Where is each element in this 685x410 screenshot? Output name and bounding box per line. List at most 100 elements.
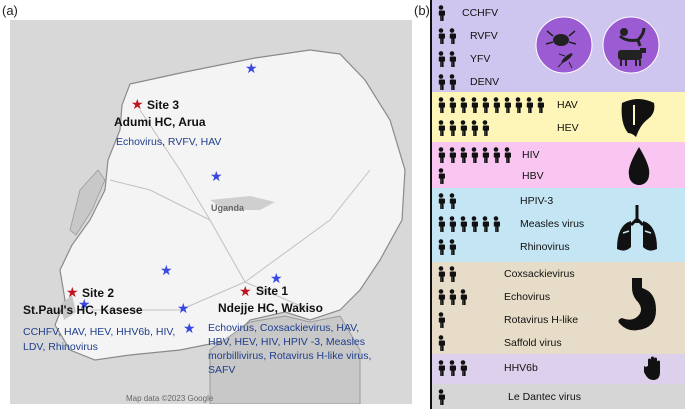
lungs-icon — [615, 203, 659, 260]
site-star-icon: ★ — [66, 284, 79, 300]
site-1-viruses-line1: Echovirus, Coxsackievirus, HAV, — [208, 322, 360, 334]
stomach-icon — [612, 276, 660, 337]
site-1-viruses-line3: morbillivirus, Rotavirus H-like virus, — [208, 350, 372, 362]
site-3-name: Adumi HC, Arua — [114, 115, 206, 129]
virus-name: Rotavirus H-like — [504, 314, 579, 326]
person-icon — [458, 97, 468, 118]
map-graphic — [10, 20, 412, 404]
person-icon — [502, 97, 512, 118]
person-icon — [447, 266, 457, 287]
person-icon — [447, 97, 457, 118]
person-icon — [480, 97, 490, 118]
site-3-number: Site 3 — [147, 98, 180, 112]
virus-name: CCHFV — [462, 7, 499, 19]
virus-name: Coxsackievirus — [504, 268, 575, 280]
person-icon — [524, 97, 534, 118]
virus-name: HAV — [557, 99, 578, 111]
panel-a-label: (a) — [2, 3, 18, 18]
site-1-number: Site 1 — [256, 284, 289, 298]
uganda-map: Uganda ★ ★ ★ ★ ★ ★ ★ ★ Site 3 Adumi HC, … — [10, 20, 412, 404]
sampling-star-icon: ★ — [245, 60, 258, 76]
person-icon — [458, 147, 468, 168]
virus-name: Saffold virus — [504, 337, 562, 349]
sampling-star-icon: ★ — [78, 296, 91, 312]
person-icon — [447, 28, 457, 49]
blood-drop-icon — [627, 145, 651, 190]
site-2-viruses-line2: LDV, Rhinovirus — [23, 341, 98, 353]
person-icon — [447, 360, 457, 381]
country-label: Uganda — [211, 203, 245, 213]
virus-name: RVFV — [470, 30, 498, 42]
sampling-star-icon: ★ — [160, 262, 173, 278]
person-icon — [491, 97, 501, 118]
sampling-star-icon: ★ — [210, 168, 223, 184]
person-icon — [447, 51, 457, 72]
person-icon — [458, 216, 468, 237]
person-icon — [458, 120, 468, 141]
virus-name: DENV — [470, 76, 500, 88]
site-1-viruses-line2: HBV, HEV, HIV, HPIV -3, Measles — [208, 336, 365, 348]
person-icon — [502, 147, 512, 168]
site-2-viruses-line1: CCHFV, HAV, HEV, HHV6b, HIV, — [23, 326, 176, 338]
person-icon — [535, 97, 545, 118]
virus-name: HHV6b — [504, 362, 538, 374]
site-3-viruses: Echovirus, RVFV, HAV — [116, 136, 222, 148]
sampling-star-icon: ★ — [183, 320, 196, 336]
virus-name: Le Dantec virus — [508, 391, 581, 403]
tick-mosquito-icon — [535, 16, 593, 79]
person-icon — [447, 289, 457, 310]
virus-name: YFV — [470, 53, 491, 65]
person-icon — [436, 120, 446, 141]
person-icon — [447, 239, 457, 260]
person-icon — [458, 289, 468, 310]
virus-name: HIV — [522, 149, 540, 161]
person-icon — [469, 216, 479, 237]
person-icon — [436, 147, 446, 168]
person-icon — [436, 289, 446, 310]
person-icon — [458, 360, 468, 381]
hand-icon — [641, 356, 664, 387]
site-1-viruses-line4: SAFV — [208, 364, 236, 376]
person-icon — [436, 51, 446, 72]
person-icon — [480, 120, 490, 141]
person-icon — [436, 5, 446, 26]
person-icon — [436, 168, 446, 189]
group-band-other: Le Dantec virus — [432, 384, 685, 409]
virus-name: HPIV-3 — [520, 195, 554, 207]
site-2-number: Site 2 — [82, 286, 115, 300]
person-icon — [436, 28, 446, 49]
person-icon — [447, 120, 457, 141]
person-icon — [447, 74, 457, 95]
virus-name: Measles virus — [520, 218, 585, 230]
person-icon — [436, 389, 446, 410]
liver-icon — [620, 97, 656, 142]
map-credit: Map data ©2023 Google — [126, 394, 214, 403]
site-star-icon: ★ — [131, 96, 144, 112]
person-icon — [436, 193, 446, 214]
person-icon — [469, 97, 479, 118]
person-icon — [491, 216, 501, 237]
person-icon — [469, 147, 479, 168]
person-icon — [447, 193, 457, 214]
panel-b-label: (b) — [414, 3, 430, 18]
person-icon — [436, 266, 446, 287]
person-icon — [480, 216, 490, 237]
virus-name: HEV — [557, 122, 579, 134]
person-icon — [491, 147, 501, 168]
sampling-star-icon: ★ — [270, 270, 283, 286]
virus-name: HBV — [522, 170, 544, 182]
person-icon — [436, 239, 446, 260]
person-icon — [436, 335, 446, 356]
sampling-star-icon: ★ — [177, 300, 190, 316]
person-icon — [436, 97, 446, 118]
site-star-icon: ★ — [239, 283, 252, 299]
person-icon — [436, 74, 446, 95]
person-icon — [480, 147, 490, 168]
person-icon — [513, 97, 523, 118]
monkey-cattle-icon — [602, 16, 660, 79]
site-2-name: St.Paul's HC, Kasese — [23, 303, 143, 317]
person-icon — [447, 147, 457, 168]
person-icon — [436, 312, 446, 333]
person-icon — [436, 216, 446, 237]
